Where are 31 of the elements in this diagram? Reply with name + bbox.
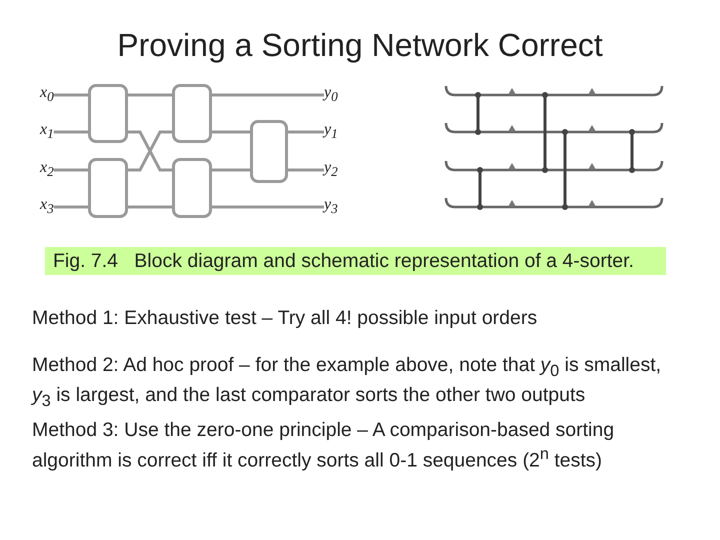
wire [288,130,324,134]
wire [212,130,250,134]
wire [54,206,88,208]
wire [212,206,324,208]
output-label: y$_{2}$ [324,159,338,182]
output-label: y$_{0}$ [324,84,338,106]
wire [128,94,172,96]
output-label: y$_{1}$ [324,121,338,144]
comparator-box [172,158,212,218]
comparator-box [88,84,128,143]
comparator-box [250,120,288,183]
wire [288,168,324,172]
input-label: x$_{3}$ [40,196,54,218]
wire [212,168,250,172]
method-text: Method 1: Exhaustive test – Try all 4! possible input orders [32,306,538,330]
slide-title: Proving a Sorting Network Correct [116,26,604,64]
input-label: x$_{0}$ [40,84,54,106]
wire [128,206,172,208]
wire [54,168,88,172]
crossing-wires [128,130,172,172]
figure-caption: Fig. 7.4 Block diagram and schematic representation of a 4-sorter. [45,247,666,275]
method-text: Method 3: Use the zero-one principle – A comparison-based sorting algorithm is correct iff it correctly sorts all 0-1 sequences (2$^{n}$ tests) [32,418,616,472]
wire [54,130,88,134]
comparator-box [172,84,212,143]
input-label: x$_{2}$ [40,159,54,182]
input-label: x$_{1}$ [40,121,54,144]
method-text: Method 2: Ad hoc proof – for the example above, note that y$_{0}$ is smallest, y$_{3}$ is largest, and the last comparator sorts the other two outputs [32,353,662,412]
wire [54,94,88,96]
comparator-box [88,158,128,218]
wire [212,94,324,96]
output-label: y$_{3}$ [324,196,338,218]
